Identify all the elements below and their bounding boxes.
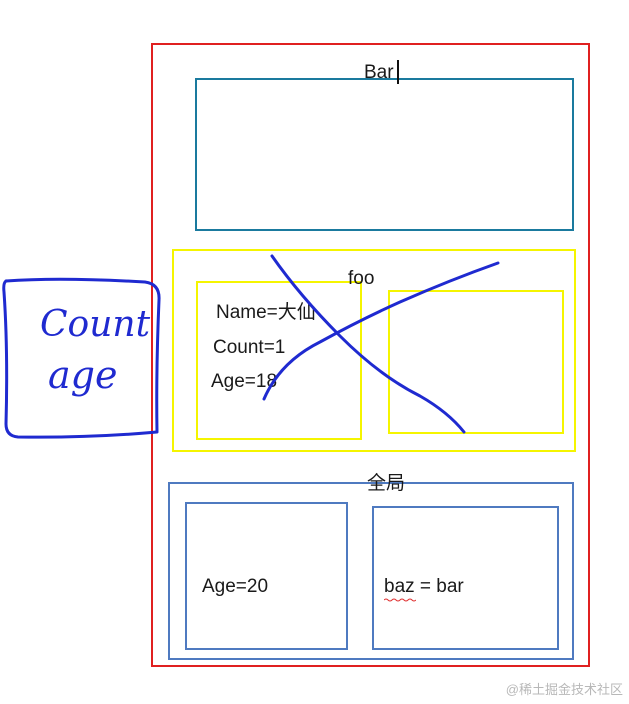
spellcheck-squiggle [384,598,416,602]
foo-scope-label: foo [348,268,375,289]
foo-variables-box [196,281,362,440]
global-variable-baz: baz = bar [384,576,464,597]
handwritten-note-count: Count [40,304,151,345]
handwritten-box [2,277,161,439]
global-right-box [372,506,559,650]
text-cursor [397,60,399,84]
foo-variable-age: Age=18 [211,371,278,392]
foo-variable-name: Name=大仙 [216,302,316,323]
foo-variable-count: Count=1 [213,337,286,358]
global-scope-box [168,482,574,660]
global-scope-label: 全局 [367,473,406,494]
global-left-box [185,502,348,650]
outer-execution-frame [151,43,590,667]
cross-out-stroke-2 [262,261,500,401]
watermark: @稀土掘金技术社区 [505,682,623,697]
global-variable-age: Age=20 [202,576,269,597]
bar-scope-box [195,78,574,231]
cross-out-stroke-1 [270,254,466,434]
foo-empty-box [388,290,564,434]
handwritten-note-age: age [48,353,118,397]
bar-scope-label: Bar [364,62,394,83]
foo-scope-box [172,249,576,452]
